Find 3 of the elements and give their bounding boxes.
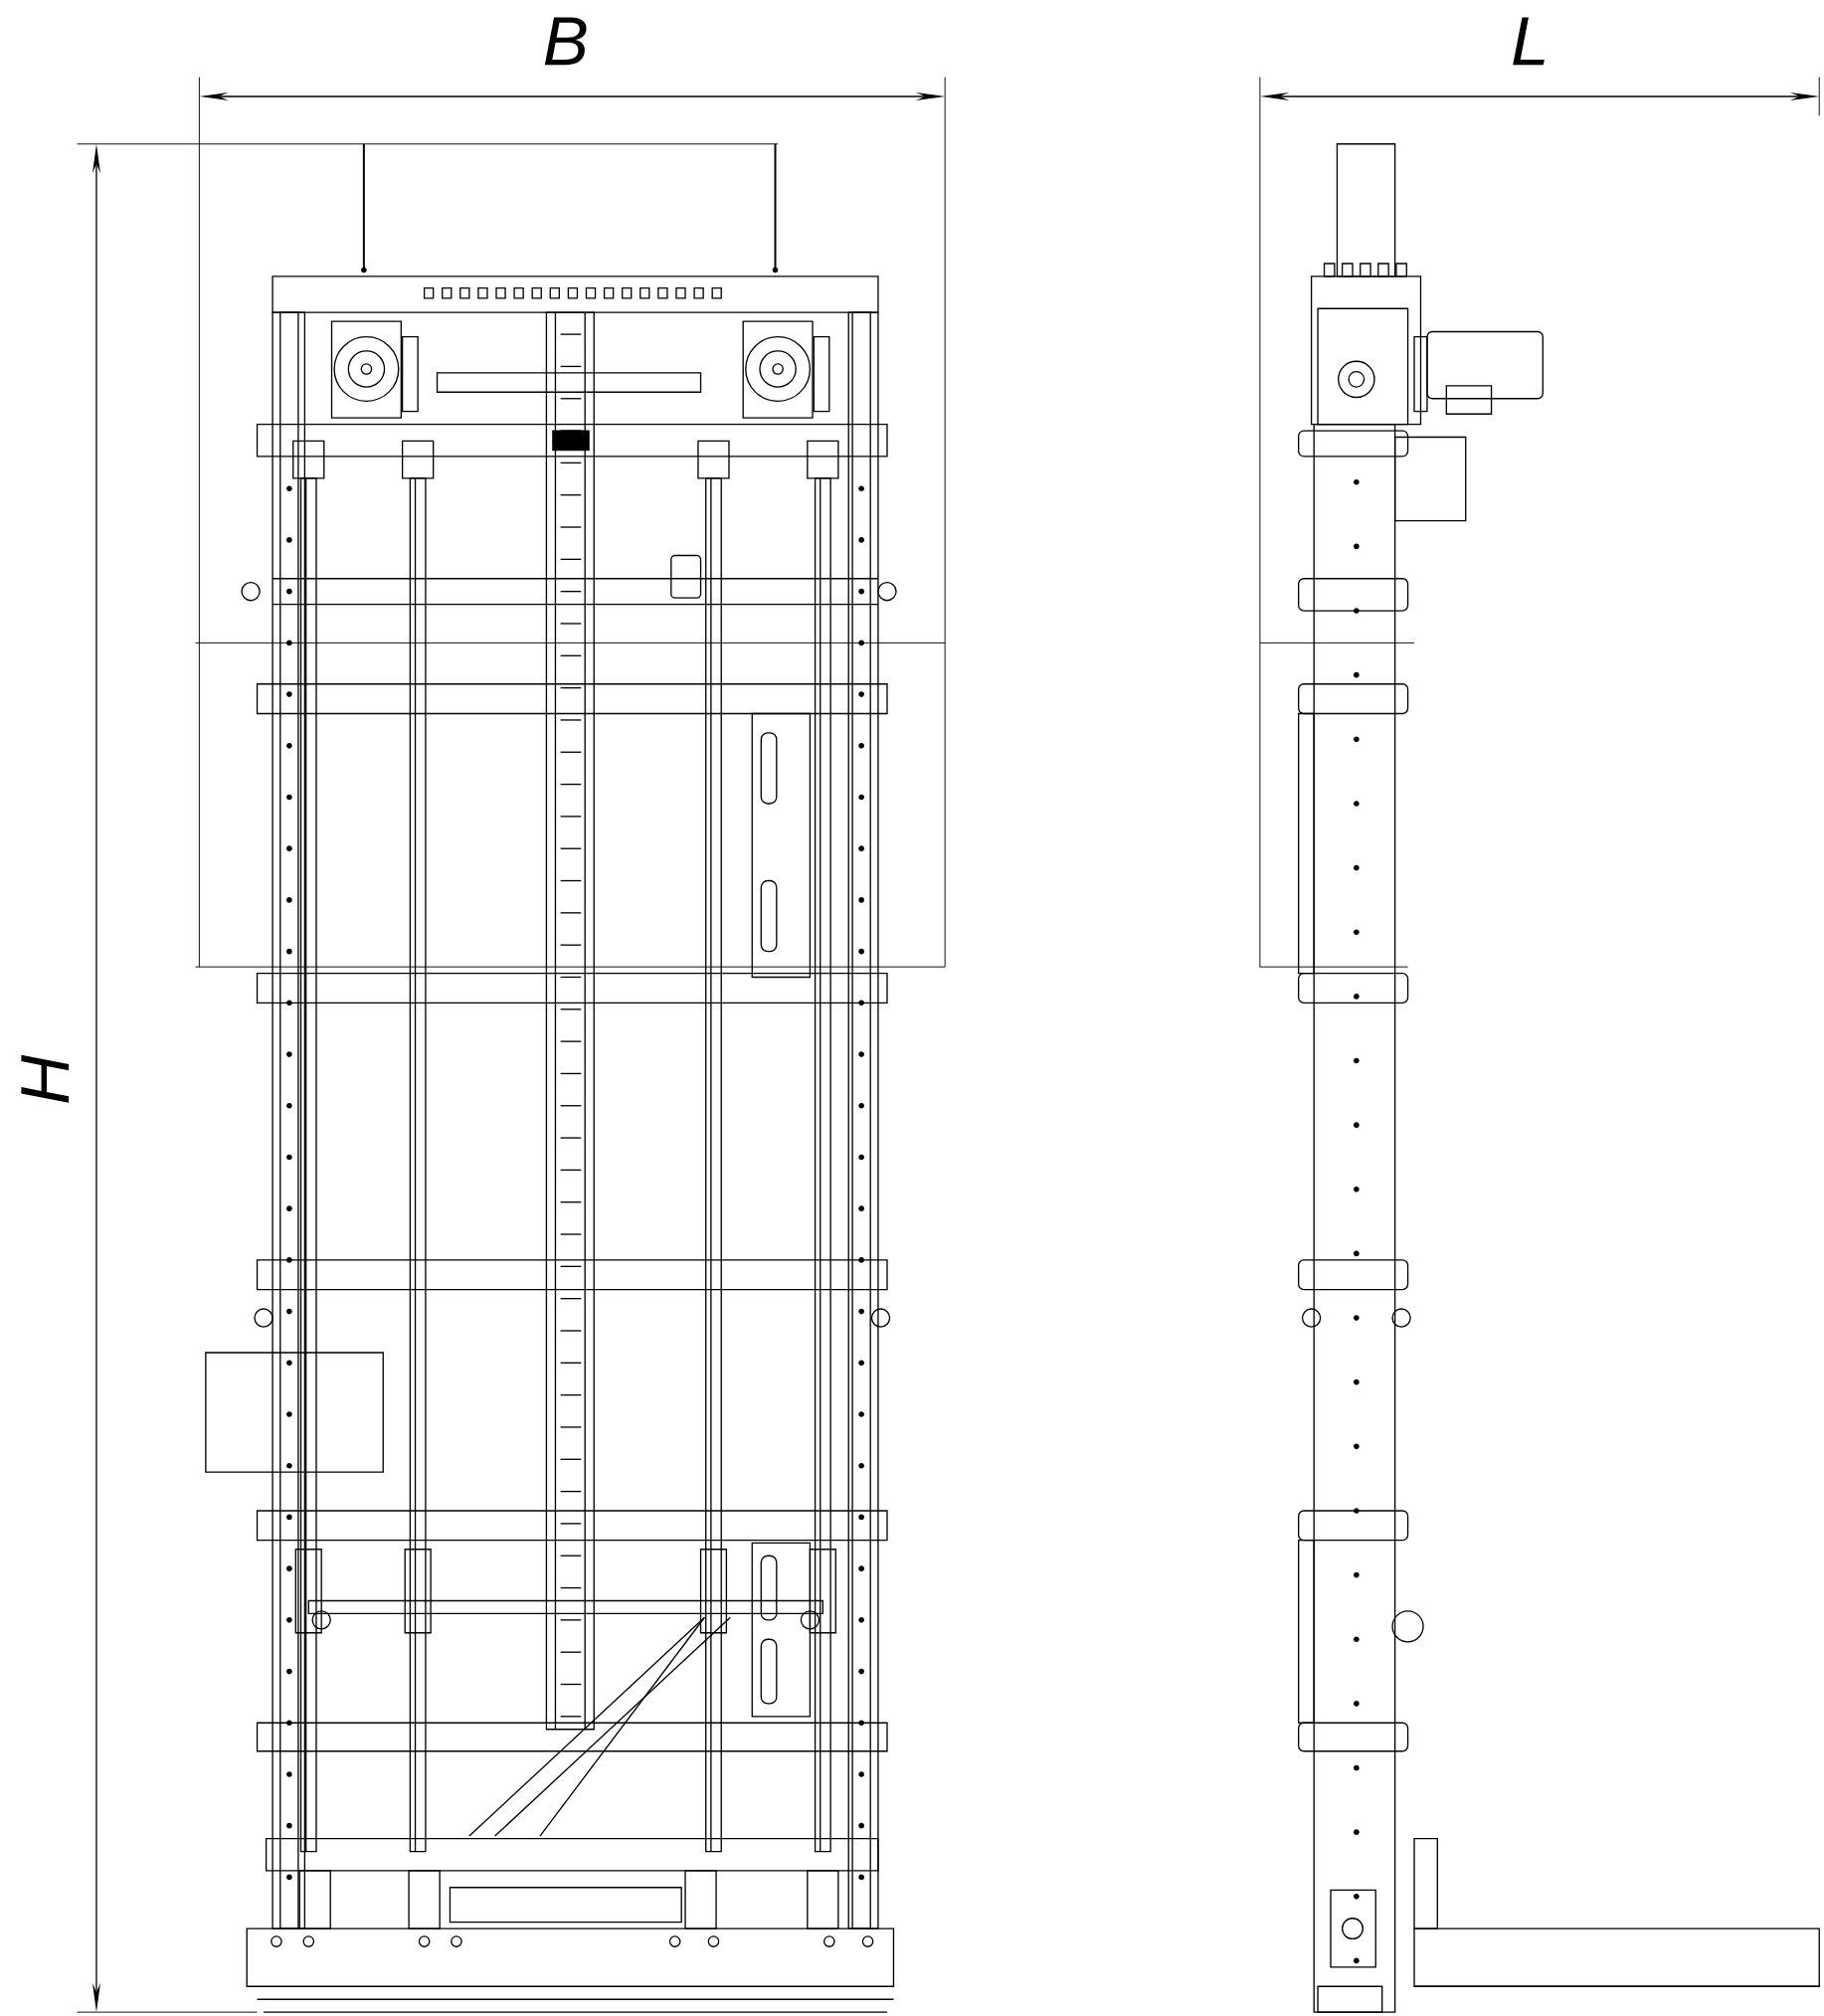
- dimension-label: L: [1513, 17, 1545, 66]
- dimension-label: H: [21, 1054, 69, 1103]
- dimension-label: B: [544, 17, 587, 66]
